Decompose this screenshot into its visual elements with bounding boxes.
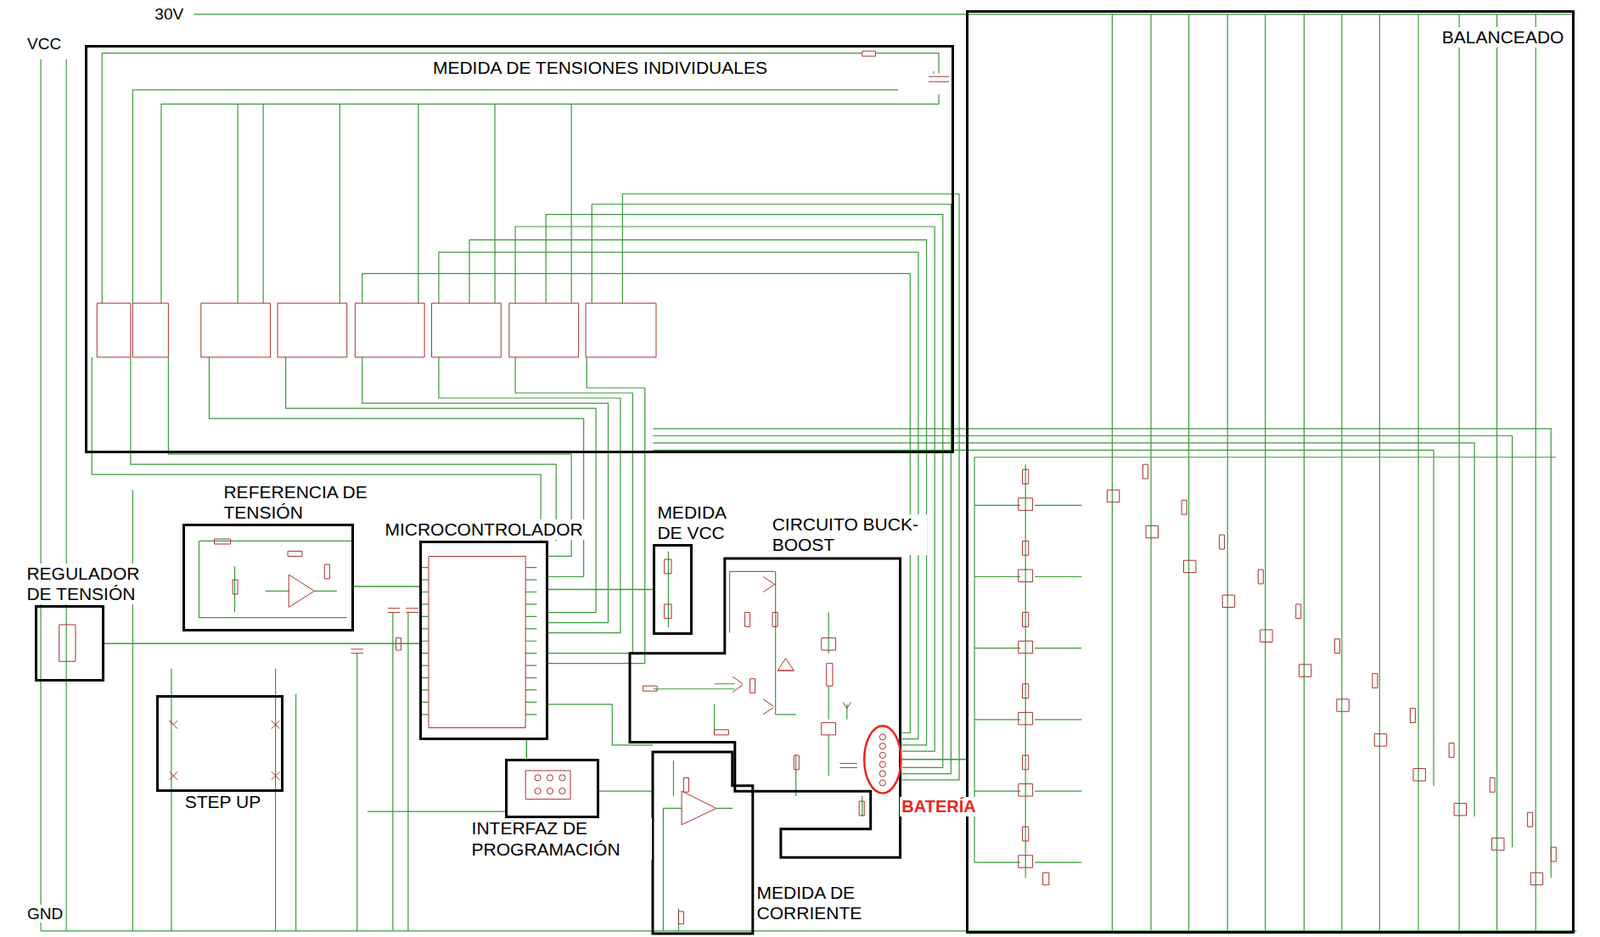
cell-wires [362,193,960,780]
balance-wires [974,14,1556,932]
reference-wires [198,540,352,618]
section-heading: MICROCONTROLADOR [382,519,584,540]
section-box: BALANCEADO [965,10,1574,934]
wire-connector [526,740,528,759]
wire-connector [353,585,420,588]
battery-ellipse: BATERÍA [863,724,903,795]
section-box: MICROCONTROLADOR [419,540,548,741]
section-box: INTERFAZ DE PROGRAMACIÓN [505,758,600,820]
wire-connector [104,642,420,645]
section-heading: REFERENCIA DE TENSIÓN [221,482,404,523]
ic-symbols [96,303,657,358]
net-label: 30V [152,5,186,24]
component-group [59,50,1557,924]
section-heading: MEDIDA DE CORRIENTE [755,882,892,924]
section-heading: STEP UP [183,791,263,813]
transistor-staircase [1106,464,1556,885]
net-label: VCC [25,34,63,54]
section-box: REFERENCIA DE TENSIÓN [182,523,354,632]
current-wires [662,760,733,932]
mcu-pins [419,567,653,746]
power-rails [40,14,1577,932]
adc-wires [91,357,646,664]
outline-polygon [652,752,753,934]
component-symbols [59,71,949,826]
section-heading: BATERÍA [899,797,977,817]
section-heading: MEDIDA DE TENSIONES INDIVIDUALES [431,57,770,79]
measure-wires [101,53,939,304]
section-heading: CIRCUITO BUCK-BOOST [770,514,927,556]
wire-connector [548,589,654,591]
section-box: STEP UP [156,695,284,792]
section-box: MEDIDA DE TENSIONES INDIVIDUALES [84,44,955,454]
section-heading: REGULADOR DE TENSIÓN [24,563,156,605]
battery-outline [864,725,901,793]
net-label: GND [25,904,65,924]
wire-group [40,14,1577,932]
section-heading: MEDIDA DE VCC [655,502,751,544]
section-heading: BALANCEADO [1440,27,1567,48]
outline-polygon [629,558,901,858]
outline-svg [863,724,903,795]
outline-svg [652,752,753,934]
section-heading: INTERFAZ DE PROGRAMACIÓN [470,818,652,859]
resistor-symbols [213,50,876,924]
mcu-symbol [428,555,526,728]
wire-connector [902,758,967,761]
ground-wires [132,489,653,932]
balance-bus [652,428,1551,878]
mosfet-column [1018,469,1050,885]
section-outline: CIRCUITO BUCK-BOOST [629,558,901,858]
section-outline: MEDIDA DE CORRIENTE [652,752,753,934]
buckboost-wires [652,550,862,817]
section-box: MEDIDA DE VCC [652,544,693,635]
section-box: REGULADOR DE TENSIÓN [34,605,105,682]
outline-svg [629,558,901,858]
